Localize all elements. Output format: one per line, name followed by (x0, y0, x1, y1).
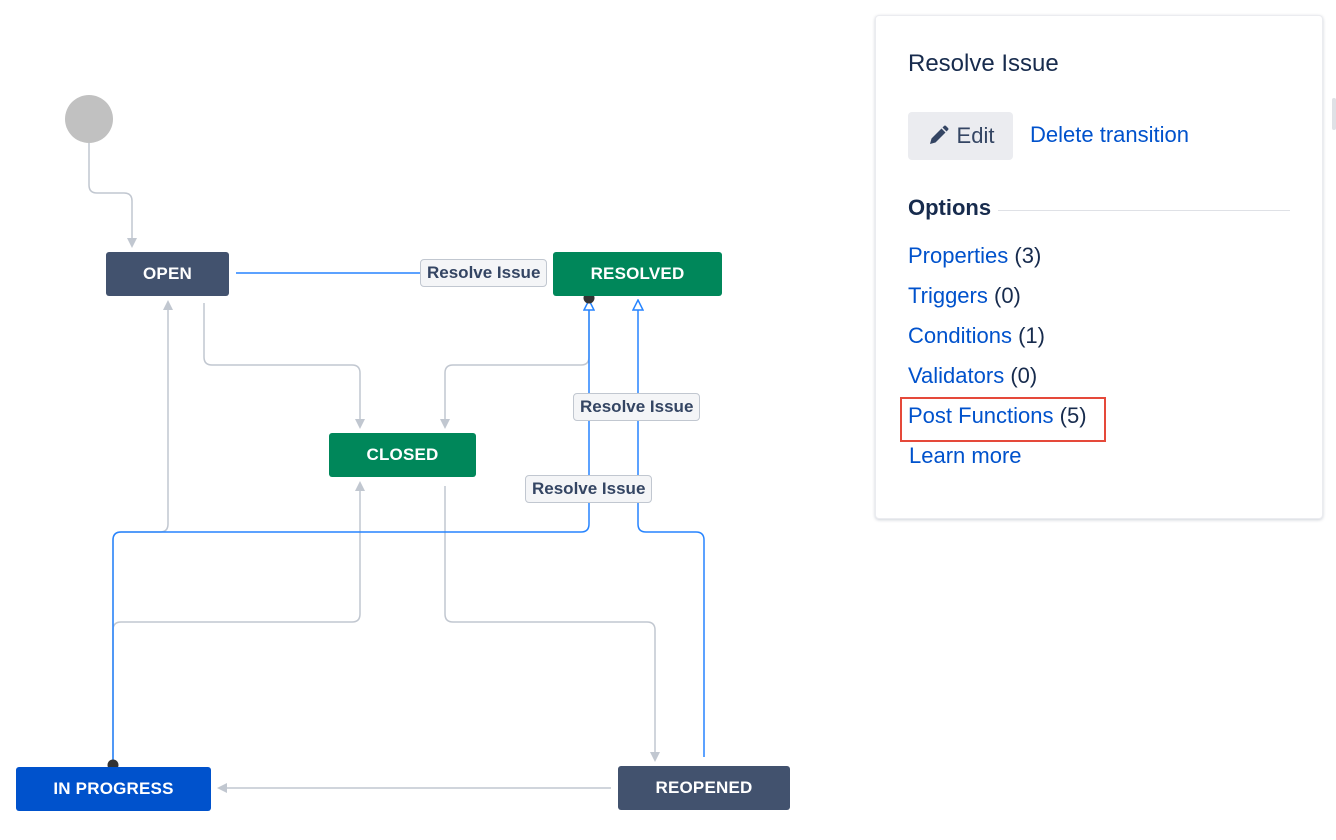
edit-button-label: Edit (956, 123, 995, 148)
properties-link[interactable]: Properties (908, 243, 1009, 268)
edge-resolved-closed (440, 303, 590, 429)
edge-inprogress-closed (112, 481, 365, 762)
status-open[interactable]: OPEN (106, 252, 229, 296)
panel-title: Resolve Issue (908, 50, 1059, 77)
option-conditions: Conditions (1) (908, 323, 1045, 349)
option-triggers: Triggers (0) (908, 283, 1021, 309)
start-node (65, 95, 113, 143)
edge-open-closed (203, 303, 365, 429)
edit-button[interactable]: Edit (908, 112, 1013, 160)
transition-label-resolve-issue[interactable]: Resolve Issue (420, 259, 548, 287)
transition-details-panel: Resolve Issue Edit Delete transition Opt… (875, 15, 1323, 519)
edge-inprogress-open (112, 300, 173, 762)
validators-link[interactable]: Validators (908, 363, 1005, 388)
workflow-diagram: OPEN RESOLVED CLOSED IN PROGRESS REOPENE… (16, 95, 790, 811)
post-functions-link[interactable]: Post Functions (908, 403, 1054, 428)
status-in-progress[interactable]: IN PROGRESS (16, 767, 211, 811)
validators-count: (0) (1010, 363, 1038, 388)
status-closed[interactable]: CLOSED (329, 433, 476, 477)
properties-count: (3) (1014, 243, 1042, 268)
status-reopened[interactable]: REOPENED (618, 766, 790, 810)
option-properties: Properties (3) (908, 243, 1041, 269)
transition-edges (88, 143, 705, 793)
status-resolved[interactable]: RESOLVED (553, 252, 722, 296)
post-functions-highlight (900, 397, 1106, 442)
delete-transition-link[interactable]: Delete transition (1030, 122, 1189, 147)
pencil-icon (927, 125, 949, 147)
conditions-count: (1) (1018, 323, 1045, 348)
conditions-link[interactable]: Conditions (908, 323, 1012, 348)
options-heading: Options (908, 195, 992, 220)
transition-label-resolve-issue[interactable]: Resolve Issue (525, 475, 653, 503)
edge-inprogress-resolved (112, 305, 589, 762)
edge-start-open (88, 143, 137, 248)
options-divider (998, 210, 1290, 211)
triggers-count: (0) (994, 283, 1021, 308)
learn-more-link[interactable]: Learn more (909, 443, 1022, 468)
triggers-link[interactable]: Triggers (908, 283, 988, 308)
edge-reopened-resolved (638, 305, 705, 757)
transition-label-resolve-issue[interactable]: Resolve Issue (573, 393, 701, 421)
edge-closed-reopened (444, 486, 660, 762)
option-post-functions: Post Functions (5) (908, 403, 1087, 429)
post-functions-count: (5) (1059, 403, 1087, 428)
scrollbar[interactable] (1332, 98, 1336, 130)
option-validators: Validators (0) (908, 363, 1037, 389)
